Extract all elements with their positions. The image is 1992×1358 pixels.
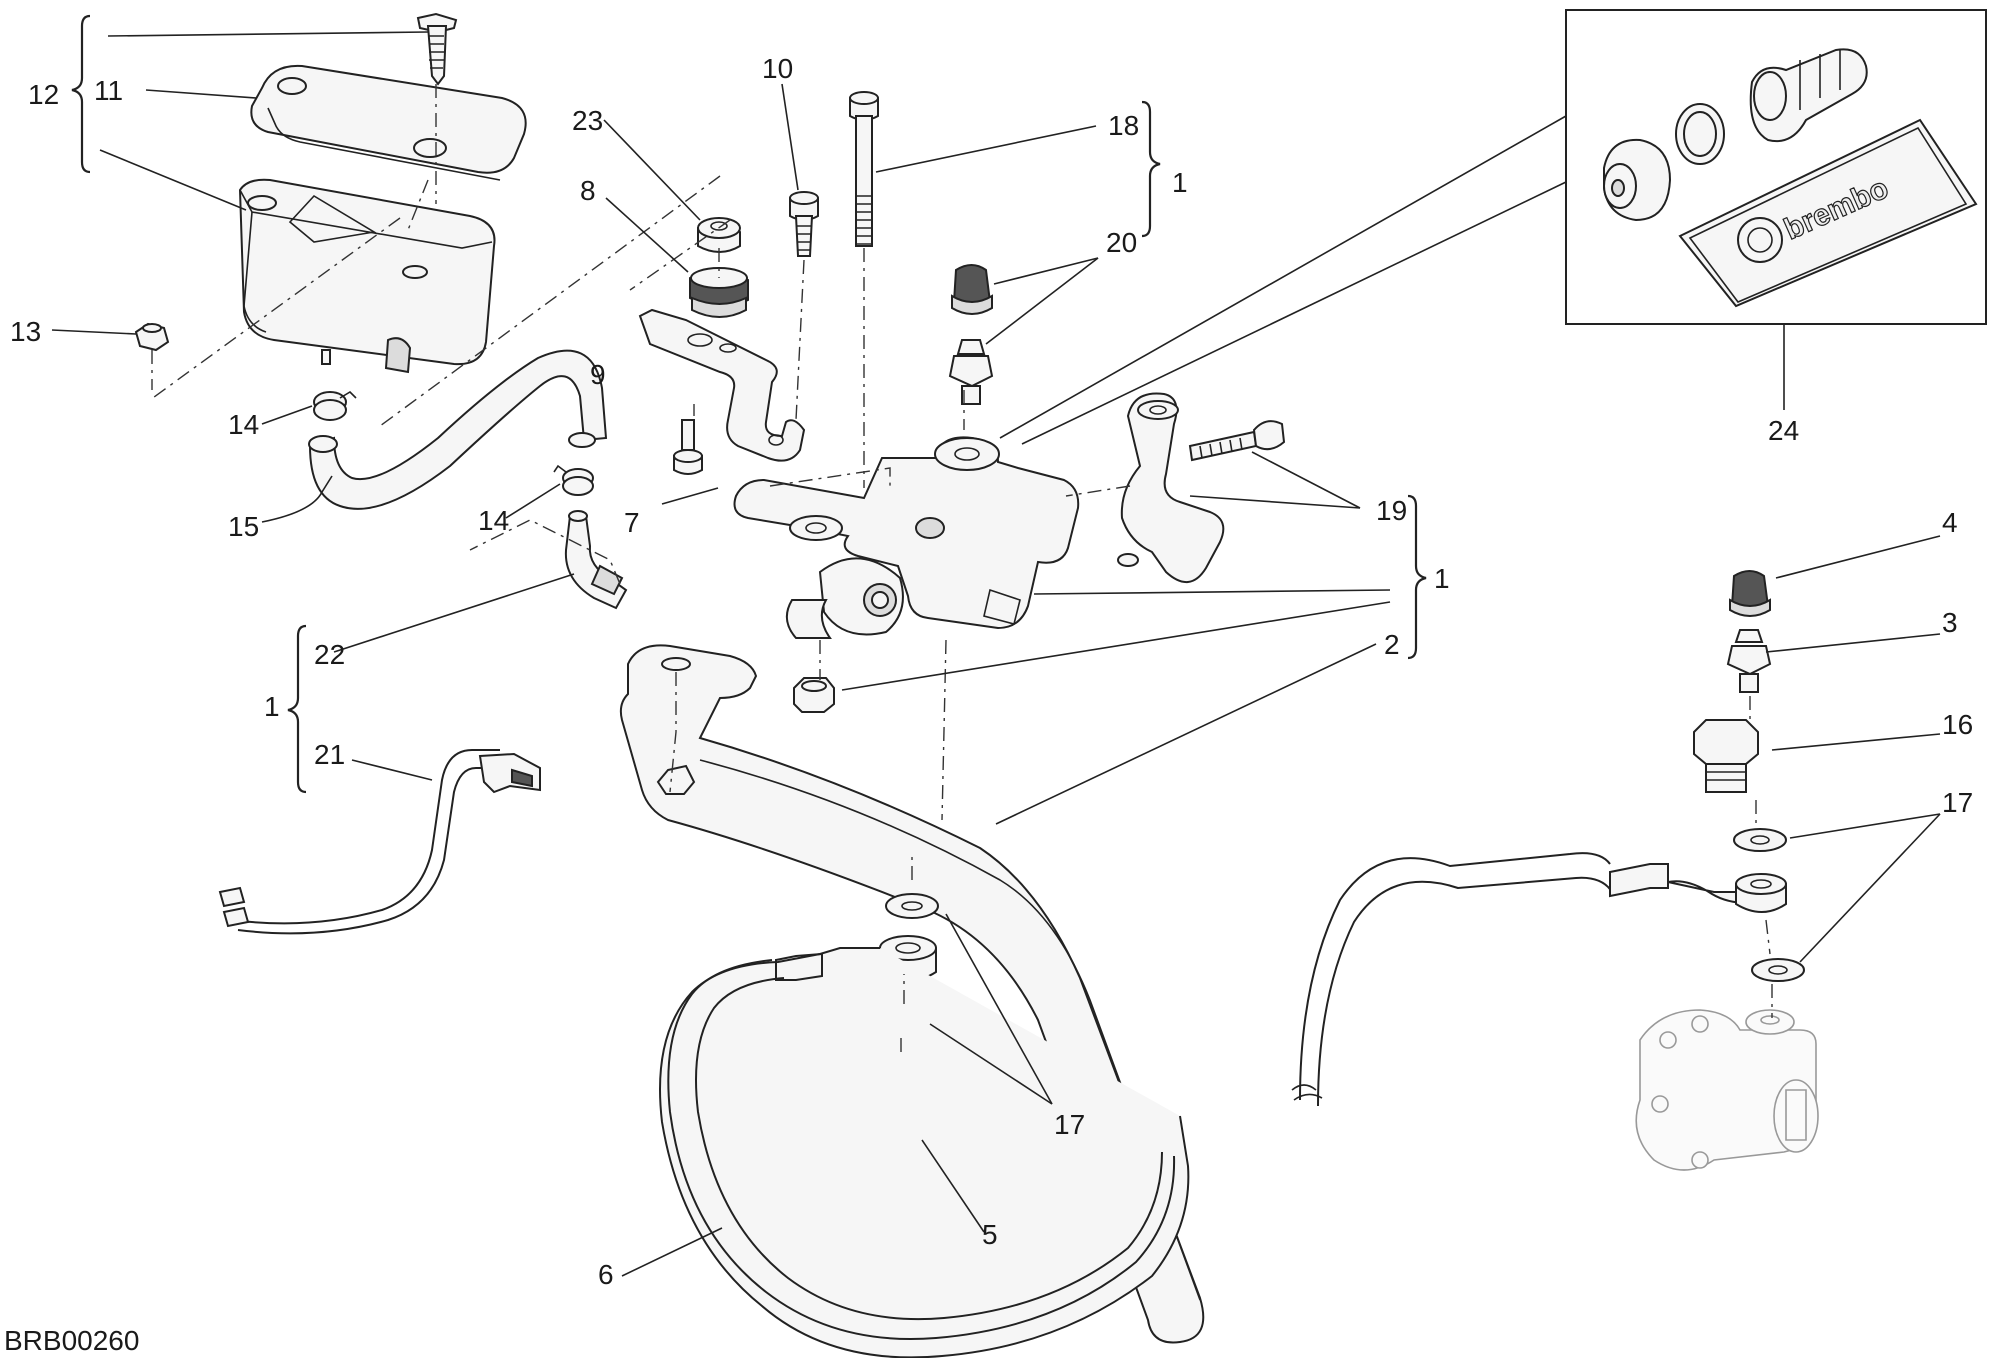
drawing-code: BRB00260 xyxy=(4,1325,139,1356)
slave-cylinder-reference xyxy=(1635,1009,1819,1171)
grommet-top xyxy=(697,217,741,253)
callout-17b: 17 xyxy=(1054,1109,1085,1140)
callout-14a: 14 xyxy=(228,409,259,440)
callout-15: 15 xyxy=(228,511,259,542)
callout-20: 20 xyxy=(1106,227,1137,258)
callout-13: 13 xyxy=(10,316,41,347)
callout-22: 22 xyxy=(314,639,345,670)
pivot-nut xyxy=(793,677,835,713)
bleeder-valve-top xyxy=(948,339,994,405)
callout-17a: 17 xyxy=(1942,787,1973,818)
kit-dust-boot xyxy=(1603,138,1672,222)
leader-lines xyxy=(51,31,1941,1277)
callout-1b: 1 xyxy=(1434,563,1450,594)
hose-fitting-elbow xyxy=(564,510,628,610)
adapter-fitting xyxy=(1693,719,1759,793)
callout-16: 16 xyxy=(1942,709,1973,740)
callout-8: 8 xyxy=(580,175,596,206)
banjo-washer-top xyxy=(885,893,939,919)
callout-19: 19 xyxy=(1376,495,1407,526)
callout-24: 24 xyxy=(1768,415,1799,446)
bracket-screw xyxy=(673,419,703,475)
callout-11: 11 xyxy=(94,75,123,106)
callout-1c: 1 xyxy=(264,691,280,722)
callout-6: 6 xyxy=(598,1259,614,1290)
clutch-switch-wire xyxy=(218,749,541,935)
banjo-fitting-right xyxy=(1735,873,1787,913)
callout-9: 9 xyxy=(590,359,606,390)
callout-14b: 14 xyxy=(478,505,509,536)
kit-piston xyxy=(1749,48,1868,142)
handlebar-clamp xyxy=(1117,392,1225,583)
master-cylinder-body xyxy=(733,436,1080,639)
reservoir-nut xyxy=(134,322,170,352)
hose-clamp-lower xyxy=(553,464,594,496)
callout-10: 10 xyxy=(762,53,793,84)
washer-right-bottom xyxy=(1751,958,1805,982)
braces xyxy=(71,14,1427,794)
washer-right-top xyxy=(1733,828,1787,852)
callout-3: 3 xyxy=(1942,607,1958,638)
short-bolt xyxy=(789,191,819,257)
fluid-reservoir xyxy=(238,178,496,374)
bleeder-valve-right xyxy=(1726,629,1772,693)
callout-23: 23 xyxy=(572,105,603,136)
bleeder-cap-right xyxy=(1729,570,1771,617)
callout-12: 12 xyxy=(28,79,59,110)
kit-instruction-sheet: brembo xyxy=(1678,118,1978,308)
callout-18: 18 xyxy=(1108,110,1139,141)
hose-clamp-upper xyxy=(313,390,357,421)
rubber-grommet xyxy=(689,267,749,318)
center-lines xyxy=(149,84,1773,1052)
long-bolt xyxy=(849,91,879,247)
reservoir-cap xyxy=(250,64,527,181)
clamp-screw xyxy=(1188,420,1286,462)
callout-7: 7 xyxy=(624,507,640,538)
callout-2: 2 xyxy=(1384,629,1400,660)
braided-clutch-hose xyxy=(659,852,1763,1358)
reservoir-hose xyxy=(308,349,608,510)
reservoir-bracket xyxy=(638,308,806,462)
callout-5: 5 xyxy=(982,1219,998,1250)
callout-labels: 12 11 13 14 15 14 7 9 8 23 10 18 1 20 24… xyxy=(10,53,1973,1290)
repair-kit-inset-box xyxy=(1565,9,1987,325)
bleeder-cap-top xyxy=(951,264,993,315)
callout-21: 21 xyxy=(314,739,345,770)
reservoir-cap-screw xyxy=(416,12,458,86)
callout-4: 4 xyxy=(1942,507,1958,538)
callout-1a: 1 xyxy=(1172,167,1188,198)
kit-circlip xyxy=(1675,103,1725,165)
